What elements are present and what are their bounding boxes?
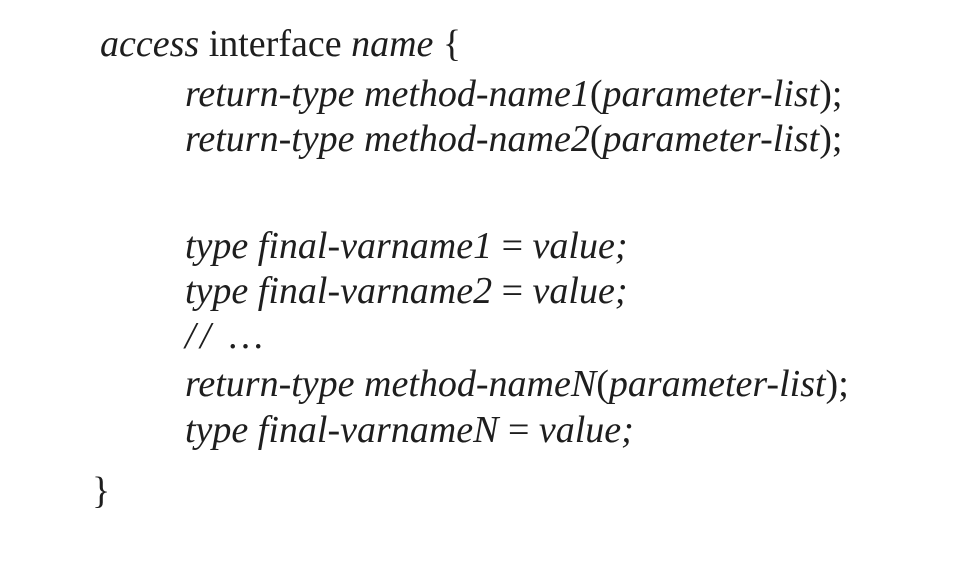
code-line-closing-brace: }: [92, 472, 110, 510]
code-segment-roman: (: [596, 363, 609, 405]
code-segment-italic: return-type method-nameN: [185, 363, 597, 405]
code-segment-roman: (: [589, 118, 603, 160]
code-segment-roman: );: [825, 363, 849, 405]
code-line-interface-declaration: access interface name {: [100, 25, 461, 63]
code-segment-roman: =: [492, 270, 533, 312]
code-segment-italic: value;: [538, 409, 634, 451]
code-segment-roman: =: [492, 225, 533, 267]
code-line-comment-ellipsis: // …: [185, 317, 268, 355]
code-segment-italic: value;: [532, 270, 628, 312]
code-line-method-N: return-type method-nameN(parameter-list)…: [185, 365, 849, 403]
code-segment-roman: );: [819, 118, 843, 160]
code-segment-italic: value;: [532, 225, 628, 267]
code-segment-roman: {: [433, 23, 462, 65]
code-line-final-var-2: type final-varname2 = value;: [185, 272, 627, 310]
code-segment-roman: =: [498, 409, 539, 451]
code-segment-italic: name: [351, 23, 434, 65]
code-line-final-var-1: type final-varname1 = value;: [185, 227, 627, 265]
code-segment-italic: parameter-list: [608, 363, 826, 405]
code-segment-italic: // …: [185, 315, 268, 357]
code-segment-italic: return-type method-name1: [185, 73, 590, 115]
code-line-final-var-N: type final-varnameN = value;: [185, 411, 634, 449]
code-line-method-2: return-type method-name2(parameter-list)…: [185, 120, 842, 158]
code-segment-roman: }: [92, 470, 111, 512]
code-segment-italic: type final-varnameN: [185, 409, 499, 451]
code-segment-italic: access: [100, 23, 200, 65]
code-segment-italic: type final-varname1: [185, 225, 493, 267]
code-segment-italic: type final-varname2: [185, 270, 493, 312]
code-segment-roman: (: [589, 73, 603, 115]
code-segment-italic: parameter-list: [602, 118, 820, 160]
code-segment-roman: );: [819, 73, 843, 115]
code-segment-roman: interface: [199, 23, 352, 65]
code-line-method-1: return-type method-name1(parameter-list)…: [185, 75, 842, 113]
code-segment-italic: parameter-list: [602, 73, 820, 115]
code-segment-italic: return-type method-name2: [185, 118, 590, 160]
